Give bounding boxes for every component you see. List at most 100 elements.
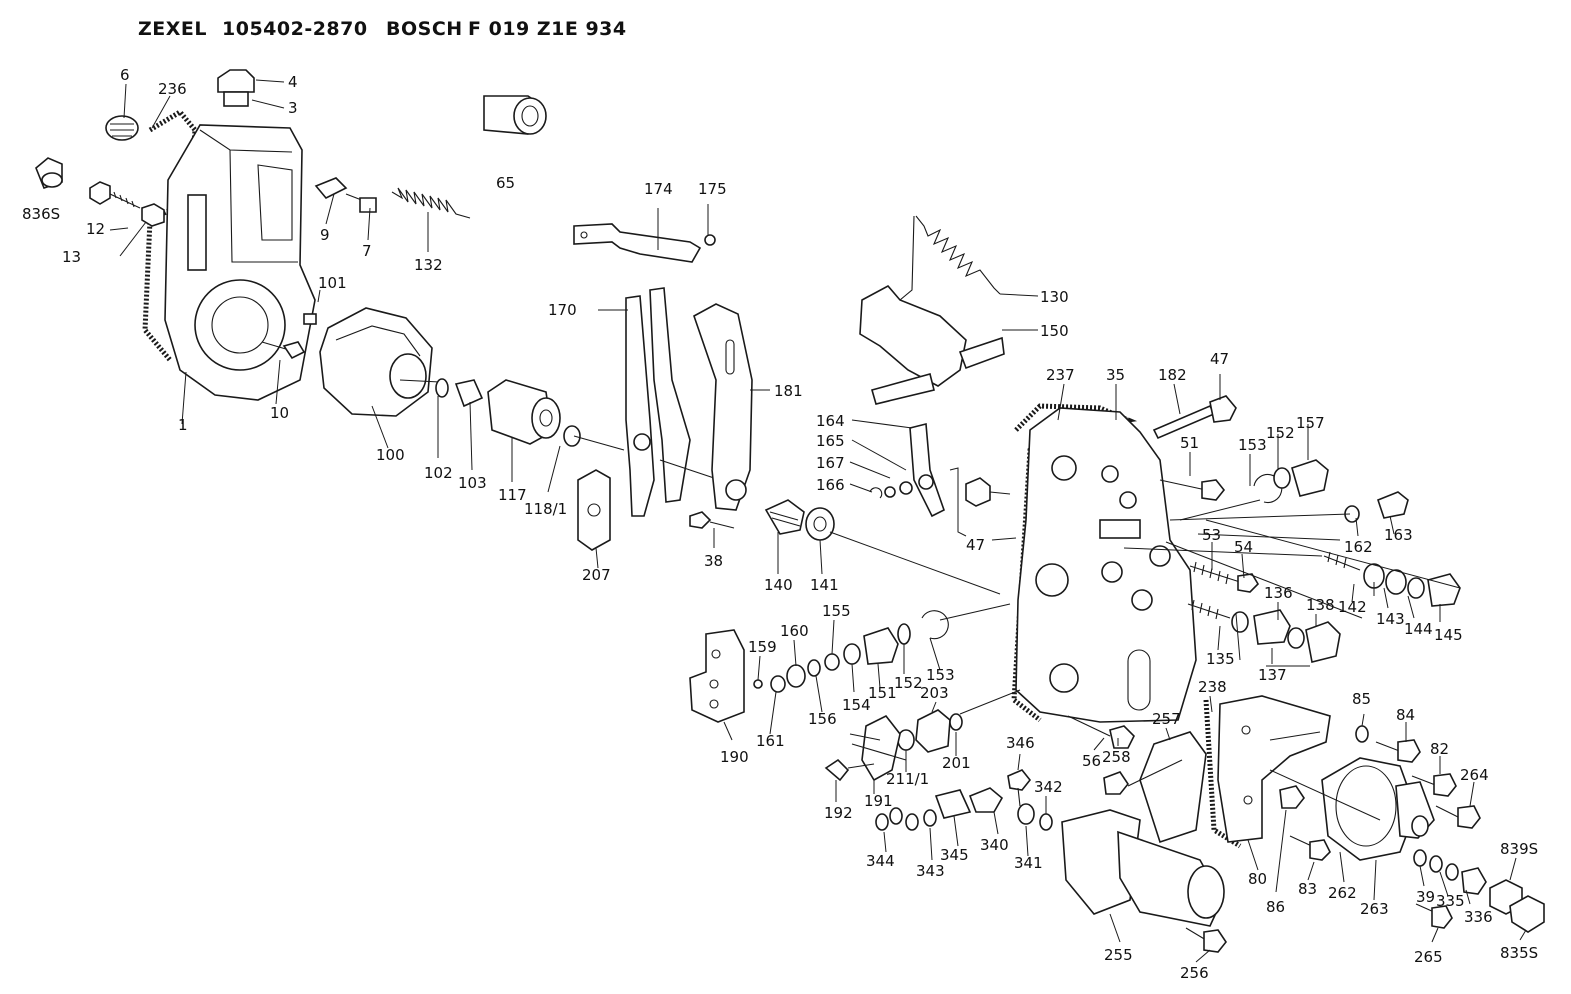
- label-155: 155: [822, 602, 851, 620]
- label-343: 343: [916, 862, 945, 880]
- label-100: 100: [376, 446, 405, 464]
- label-157: 157: [1296, 414, 1325, 432]
- label-138: 138: [1306, 596, 1335, 614]
- caps-839s: [1413, 849, 1545, 933]
- label-165: 165: [816, 432, 845, 450]
- label-9: 9: [320, 226, 330, 244]
- stop-203: [824, 709, 963, 782]
- label-346: 346: [1006, 734, 1035, 752]
- cap-836s: [35, 157, 63, 189]
- sleeve-group: [435, 378, 581, 447]
- adjust-screw-135: [1187, 599, 1341, 663]
- label-135: 135: [1206, 650, 1235, 668]
- small-parts-340: [875, 769, 1053, 831]
- label-145: 145: [1434, 626, 1463, 644]
- label-39: 39: [1416, 888, 1435, 906]
- label-237: 237: [1046, 366, 1075, 384]
- cover-80: [1203, 695, 1331, 849]
- label-51: 51: [1180, 434, 1199, 452]
- label-211-1: 211/1: [886, 770, 929, 788]
- label-83: 83: [1298, 880, 1317, 898]
- label-262: 262: [1328, 884, 1357, 902]
- actuator-262: [1279, 757, 1435, 861]
- label-265: 265: [1414, 948, 1443, 966]
- label-341: 341: [1014, 854, 1043, 872]
- plug-6: [105, 115, 139, 141]
- label-257: 257: [1152, 710, 1181, 728]
- label-263: 263: [1360, 900, 1389, 918]
- label-161: 161: [756, 732, 785, 750]
- label-132: 132: [414, 256, 443, 274]
- screw-38: [689, 511, 735, 529]
- center-housing: [1011, 403, 1197, 723]
- header-number1: 105402-2870: [222, 18, 368, 40]
- label-142: 142: [1338, 598, 1367, 616]
- label-164: 164: [816, 412, 845, 430]
- label-162: 162: [1344, 538, 1373, 556]
- label-207: 207: [582, 566, 611, 584]
- lever-170: [625, 287, 721, 517]
- spring-132: [391, 187, 471, 219]
- leader-lines: [109, 79, 1527, 963]
- label-238: 238: [1198, 678, 1227, 696]
- coupling-65: [483, 95, 547, 135]
- header-brand1: ZEXEL: [138, 18, 207, 40]
- label-54: 54: [1234, 538, 1253, 556]
- label-166: 166: [816, 476, 845, 494]
- lever-9: [314, 177, 377, 213]
- assembly-lines: [573, 435, 1461, 821]
- header-number2: F 019 Z1E 934: [468, 18, 627, 40]
- adjust-screw-142: [1323, 491, 1461, 607]
- screw-53: [1189, 561, 1260, 593]
- label-144: 144: [1404, 620, 1433, 638]
- label-340: 340: [980, 836, 1009, 854]
- stop-group-151: [753, 610, 949, 693]
- label-56: 56: [1082, 752, 1101, 770]
- label-80: 80: [1248, 870, 1267, 888]
- bolts-84: [1355, 725, 1481, 829]
- label-191: 191: [864, 792, 893, 810]
- label-130: 130: [1040, 288, 1069, 306]
- label-1: 1: [178, 416, 188, 434]
- bracket-190: [689, 629, 745, 723]
- label-12: 12: [86, 220, 105, 238]
- lever-174: [573, 223, 716, 263]
- label-137: 137: [1258, 666, 1287, 684]
- spring-140: [764, 499, 835, 541]
- label-256: 256: [1180, 964, 1209, 982]
- label-101: 101: [318, 274, 347, 292]
- bolt-47a: [965, 477, 1011, 507]
- block-207: [577, 469, 611, 551]
- label-140: 140: [764, 576, 793, 594]
- label-835s: 835S: [1500, 944, 1538, 962]
- label-154: 154: [842, 696, 871, 714]
- screw-56: [1067, 715, 1135, 749]
- label-141: 141: [810, 576, 839, 594]
- label-203: 203: [920, 684, 949, 702]
- label-156: 156: [808, 710, 837, 728]
- label-159: 159: [748, 638, 777, 656]
- screw-12: [89, 181, 165, 227]
- label-335: 335: [1436, 892, 1465, 910]
- label-264: 264: [1460, 766, 1489, 784]
- label-163: 163: [1384, 526, 1413, 544]
- label-6: 6: [120, 66, 130, 84]
- label-344: 344: [866, 852, 895, 870]
- label-38: 38: [704, 552, 723, 570]
- label-342: 342: [1034, 778, 1063, 796]
- label-117: 117: [498, 486, 527, 504]
- flyweight-100: [319, 307, 441, 417]
- label-160: 160: [780, 622, 809, 640]
- label-136: 136: [1264, 584, 1293, 602]
- label-182: 182: [1158, 366, 1187, 384]
- label-258: 258: [1102, 748, 1131, 766]
- label-143: 143: [1376, 610, 1405, 628]
- label-192: 192: [824, 804, 853, 822]
- label-839s: 839S: [1500, 840, 1538, 858]
- lever-150: [859, 284, 1005, 405]
- label-53: 53: [1202, 526, 1221, 544]
- label-167: 167: [816, 454, 845, 472]
- label-13: 13: [62, 248, 81, 266]
- label-86: 86: [1266, 898, 1285, 916]
